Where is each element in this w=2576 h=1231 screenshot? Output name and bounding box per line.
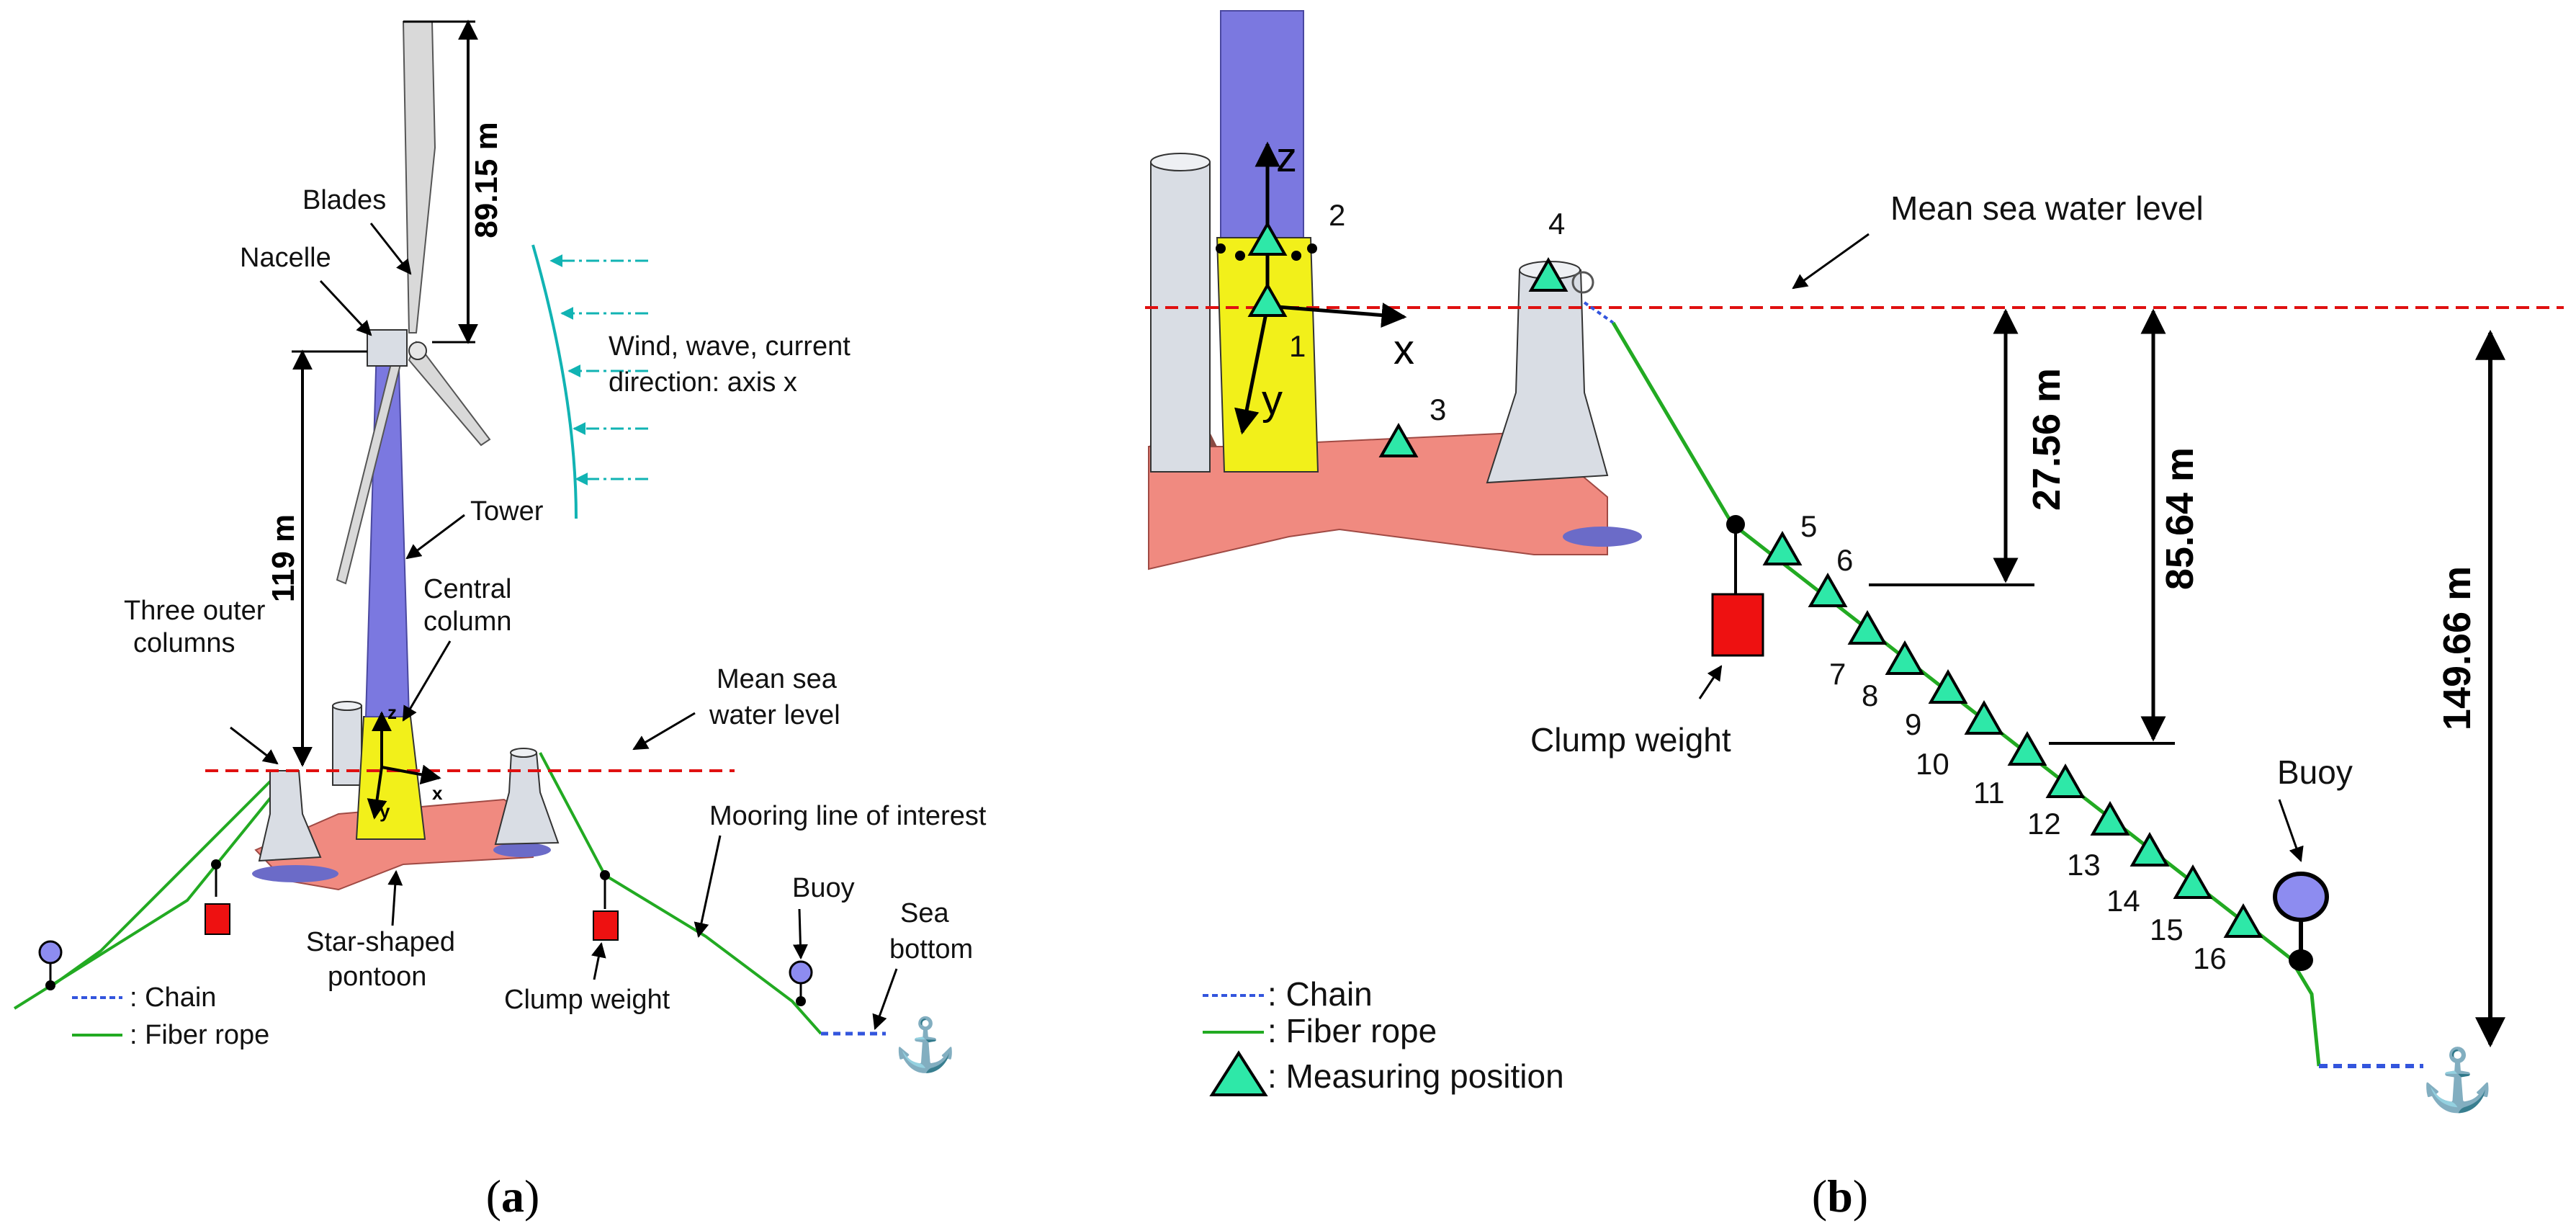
- measuring-marker-6: [1808, 572, 1848, 607]
- measuring-marker-label: 3: [1430, 393, 1446, 426]
- label-outer-columns-1: Three outer: [124, 596, 266, 626]
- legend-chain-a: : Chain: [130, 982, 216, 1013]
- label-clump-weight-b: Clump weight: [1530, 721, 1731, 758]
- measuring-marker-2: [1247, 220, 1288, 256]
- measuring-marker-label: 5: [1800, 509, 1817, 543]
- measuring-marker-label: 8: [1862, 679, 1878, 712]
- dim-d1: 27.56 m: [2025, 368, 2068, 511]
- measuring-marker-14: [2130, 831, 2170, 867]
- panel-a: ⚓ z x y 89.15 m 119 m Wind, wave, curren…: [13, 19, 987, 1222]
- label-central-column-2: column: [423, 606, 512, 637]
- outer-column-right: [494, 748, 560, 846]
- measuring-marker-label: 14: [2106, 884, 2140, 918]
- measuring-marker-label: 16: [2193, 941, 2227, 975]
- measuring-marker-8: [1885, 640, 1925, 675]
- wind-label-1: Wind, wave, current: [609, 331, 851, 362]
- label-tower: Tower: [470, 496, 544, 527]
- measuring-marker-15: [2173, 864, 2213, 899]
- measuring-marker-label: 6: [1836, 543, 1853, 577]
- measuring-marker-10: [1964, 699, 2004, 735]
- label-nacelle: Nacelle: [240, 243, 331, 273]
- legend-marker-icon: [1209, 1050, 1268, 1096]
- measuring-marker-13: [2090, 800, 2130, 836]
- caption-b: (b): [1812, 1170, 1868, 1222]
- label-sea-bottom-2: bottom: [889, 934, 973, 964]
- buoy-b: [2273, 872, 2329, 922]
- axis-z-b: z: [1276, 134, 1297, 181]
- axis-y-a: y: [380, 800, 390, 822]
- clump-weight-left: [205, 903, 230, 935]
- legend-fiber-a: : Fiber rope: [130, 1020, 269, 1050]
- measuring-marker-label: 13: [2067, 848, 2101, 882]
- measuring-marker-7: [1847, 609, 1888, 645]
- measuring-marker-label: 4: [1548, 207, 1565, 241]
- measuring-marker-label: 2: [1329, 198, 1345, 232]
- label-sea-bottom-1: Sea: [900, 898, 949, 928]
- label-central-column-1: Central: [423, 574, 512, 604]
- measuring-marker-label: 11: [1973, 776, 2005, 810]
- measuring-marker-16: [2223, 903, 2263, 938]
- buoy-right: [789, 960, 813, 985]
- outer-column-right-b: [1486, 261, 1609, 484]
- label-buoy-a: Buoy: [792, 873, 855, 903]
- measuring-marker-label: 10: [1916, 747, 1949, 781]
- label-pontoon-2: pontoon: [328, 962, 426, 992]
- label-msl-a-2: water level: [709, 700, 840, 730]
- measuring-marker-label: 12: [2027, 807, 2061, 841]
- label-msl-b: Mean sea water level: [1890, 189, 2204, 227]
- anchor-icon-b: ⚓: [2420, 1045, 2495, 1114]
- measuring-marker-9: [1928, 668, 1968, 704]
- measuring-marker-4: [1528, 256, 1569, 292]
- legend-measure-b: : Measuring position: [1267, 1057, 1564, 1095]
- buoy-left: [38, 940, 63, 964]
- wind-direction-arrows: [531, 244, 648, 519]
- label-outer-columns-2: columns: [133, 628, 235, 658]
- clump-weight-b: [1711, 593, 1764, 657]
- axis-y-b: y: [1262, 377, 1283, 424]
- measuring-marker-3: [1378, 422, 1419, 457]
- label-msl-a-1: Mean sea: [717, 664, 838, 694]
- outer-column-back: [332, 701, 362, 786]
- axis-x-a: x: [432, 782, 443, 804]
- measuring-marker-1: [1247, 282, 1288, 317]
- anchor-icon-a: ⚓: [893, 1015, 958, 1074]
- label-mooring-line: Mooring line of interest: [709, 801, 987, 831]
- dim-d2: 85.64 m: [2158, 447, 2202, 590]
- measuring-marker-label: 7: [1829, 657, 1846, 691]
- dim-blade-length: 89.15 m: [469, 122, 504, 238]
- dim-d3: 149.66 m: [2436, 566, 2479, 730]
- label-clump-weight-a: Clump weight: [504, 985, 670, 1015]
- outer-column-back-b: [1150, 153, 1211, 473]
- dim-hub-height: 119 m: [266, 514, 301, 602]
- caption-a: (a): [486, 1170, 540, 1222]
- central-column: [355, 716, 426, 840]
- measuring-marker-11: [2007, 730, 2047, 766]
- measuring-marker-label: 15: [2150, 913, 2184, 946]
- measuring-marker-12: [2045, 763, 2086, 798]
- tower-b: [1220, 10, 1304, 238]
- measuring-marker-label: 1: [1289, 329, 1306, 363]
- axis-z-a: z: [387, 702, 397, 723]
- clump-weight-right: [593, 910, 619, 941]
- nacelle: [367, 329, 408, 367]
- label-blades: Blades: [302, 185, 386, 215]
- label-buoy-b: Buoy: [2277, 753, 2353, 791]
- measuring-marker-5: [1762, 530, 1803, 565]
- axis-x-b: x: [1394, 326, 1414, 373]
- wind-label-2: direction: axis x: [609, 367, 797, 398]
- legend-fiber-b: : Fiber rope: [1267, 1012, 1437, 1049]
- legend-chain-b: : Chain: [1267, 975, 1373, 1013]
- label-pontoon-1: Star-shaped: [306, 927, 455, 957]
- measuring-marker-label: 9: [1905, 707, 1921, 741]
- left-mooring-lines: [13, 776, 282, 1010]
